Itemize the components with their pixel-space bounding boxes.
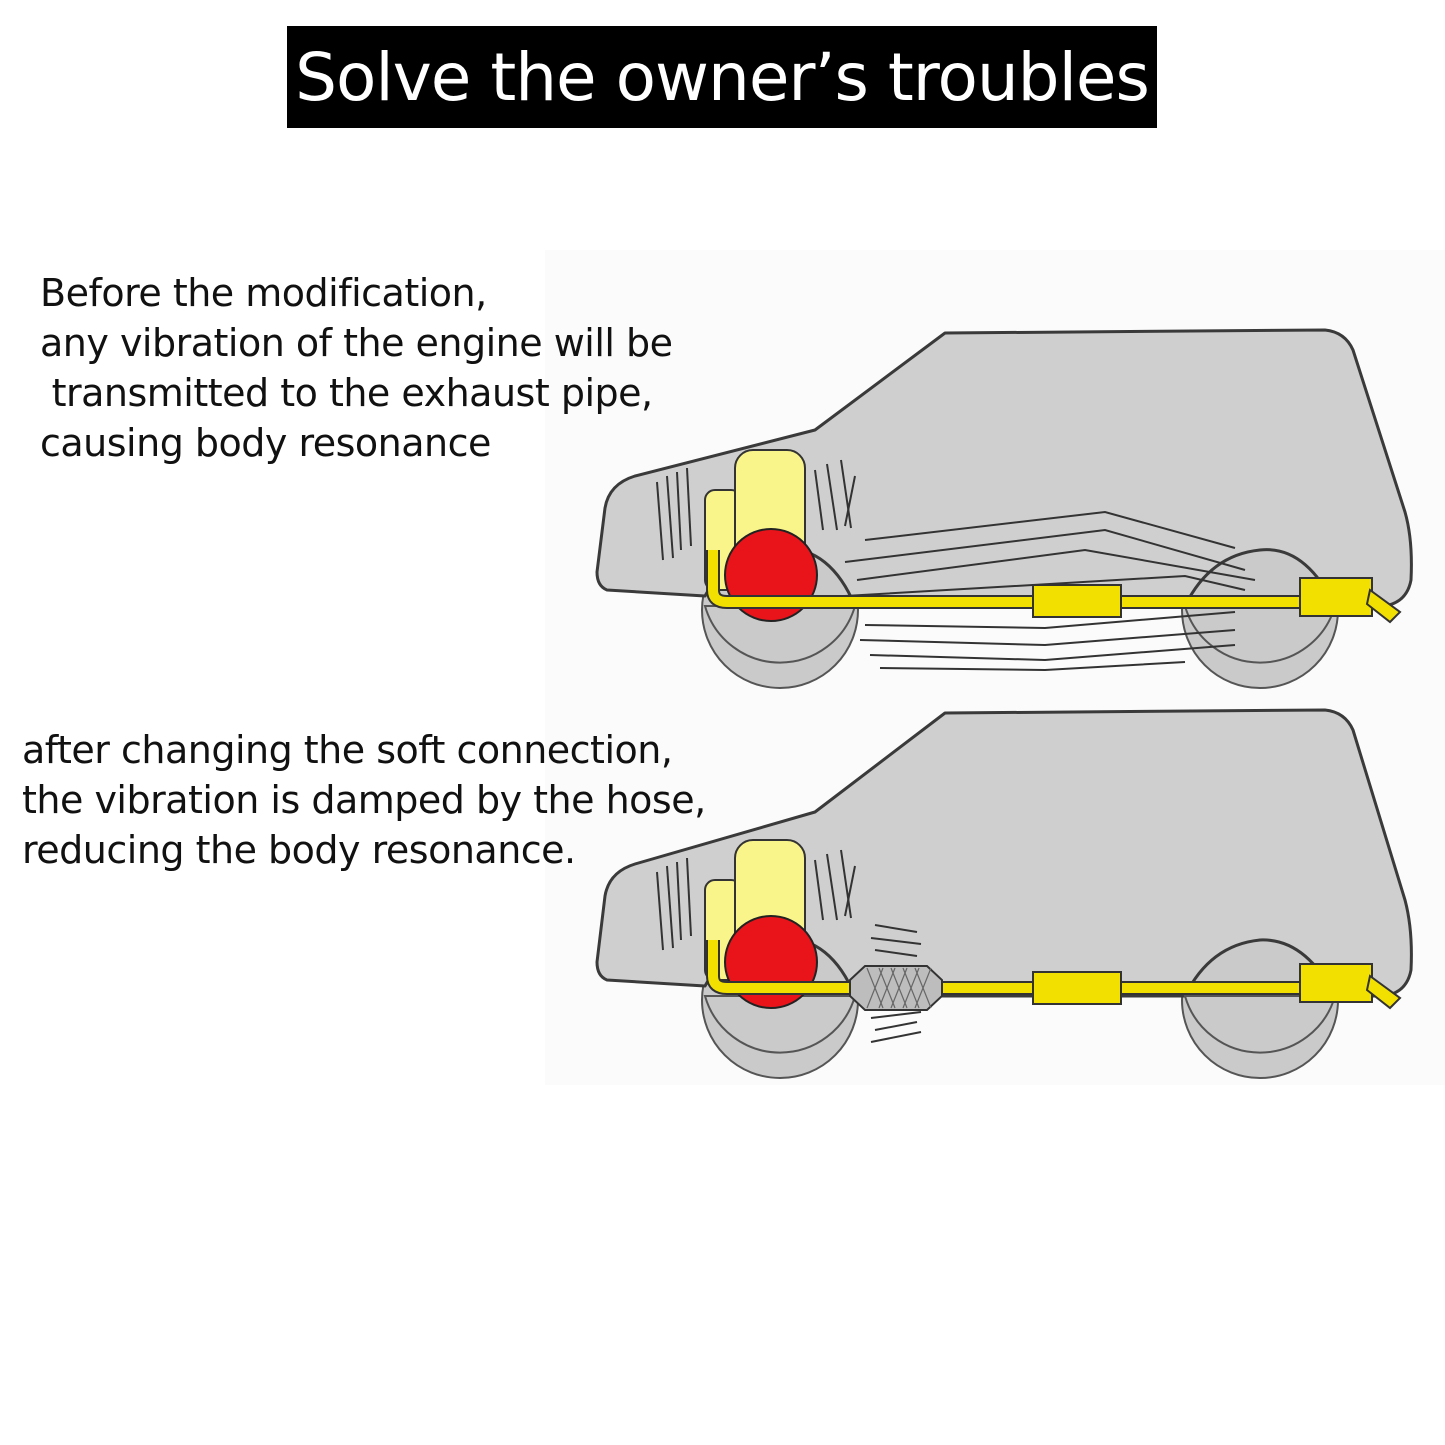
- flexible-hose: [849, 965, 943, 1011]
- before-caption-line: Before the modification,: [40, 271, 487, 315]
- body-resonance-lines: [844, 510, 1256, 597]
- page-title: Solve the owner’s troubles: [287, 26, 1157, 128]
- before-caption-line: causing body resonance: [40, 421, 491, 465]
- after-caption-line: reducing the body resonance.: [22, 828, 576, 872]
- vibration-lines-front: [656, 857, 692, 951]
- after-caption: after changing the soft connection, the …: [22, 725, 706, 875]
- muffler-middle: [1032, 971, 1122, 1005]
- vibration-lines-engine: [814, 849, 856, 921]
- before-caption-line: any vibration of the engine will be: [40, 321, 673, 365]
- vibration-lines-engine: [814, 459, 856, 531]
- vibration-lines-front: [656, 467, 692, 561]
- after-car-diagram: [545, 700, 1445, 1085]
- underbody-resonance-lines: [859, 611, 1236, 672]
- before-caption: Before the modification, any vibration o…: [40, 268, 673, 468]
- exhaust-pipe: [706, 940, 1402, 1011]
- exhaust-pipe: [706, 550, 1402, 624]
- before-car-diagram: [545, 250, 1445, 700]
- muffler-rear: [1299, 577, 1373, 617]
- muffler-middle: [1032, 584, 1122, 618]
- muffler-rear: [1299, 963, 1373, 1003]
- after-caption-line: the vibration is damped by the hose,: [22, 778, 706, 822]
- hose-vibration-lines: [870, 924, 922, 1043]
- before-caption-line: transmitted to the exhaust pipe,: [40, 371, 653, 415]
- after-caption-line: after changing the soft connection,: [22, 728, 673, 772]
